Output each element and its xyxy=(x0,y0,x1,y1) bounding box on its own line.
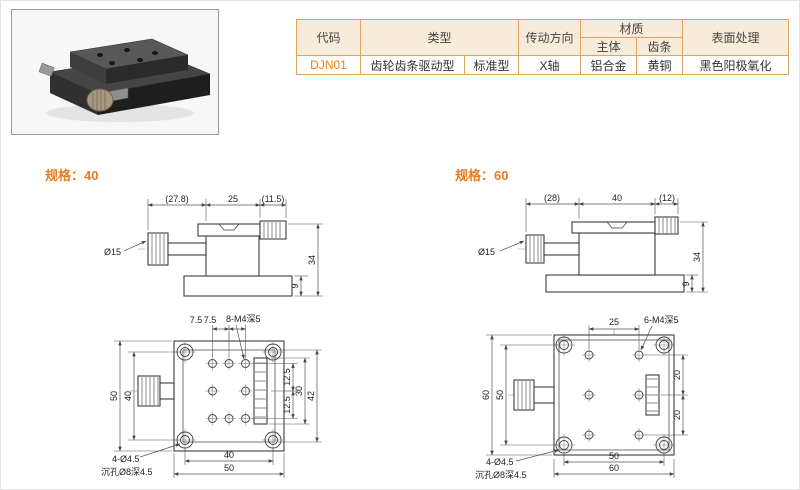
product-spec-table: 代码 类型 传动方向 材质 表面处理 主体 齿条 DJN01 齿轮齿条驱动型 标… xyxy=(296,19,789,75)
spec40-side-dimensions: (27.8) 25 (11.5) 9 34 Ø15 xyxy=(104,194,323,297)
col-header-type: 类型 xyxy=(360,19,519,56)
drive-knob xyxy=(654,216,679,235)
side-knob xyxy=(137,375,161,407)
corner-holes-label: 4-Ø4.5 xyxy=(112,454,140,464)
col-header-material-rack: 齿条 xyxy=(636,37,683,56)
table-row: DJN01 齿轮齿条驱动型 标准型 X轴 铝合金 黄铜 黑色阳极氧化 xyxy=(296,55,789,75)
spec60-top-dimensions: 25 6-M4深5 60 50 20 20 50 60 xyxy=(475,315,688,480)
spec60-top-view: 25 6-M4深5 60 50 20 20 50 60 xyxy=(475,315,688,480)
col-header-code: 代码 xyxy=(296,19,361,56)
dim-label: 60 xyxy=(609,463,619,473)
cell-type-main: 齿轮齿条驱动型 xyxy=(360,55,465,75)
cell-code: DJN01 xyxy=(296,55,361,75)
product-side-pin xyxy=(38,62,55,77)
product-photo-stage xyxy=(38,38,211,122)
dim-label: 25 xyxy=(228,194,238,204)
corner-holes-label: 4-Ø4.5 xyxy=(486,457,514,467)
holes-label: 6-M4深5 xyxy=(644,315,679,325)
dim-label: 34 xyxy=(307,255,317,265)
dim-label: (12) xyxy=(659,193,675,203)
dim-label: 40 xyxy=(123,391,133,401)
dim-label: 34 xyxy=(692,252,702,262)
dim-label: (11.5) xyxy=(262,194,285,204)
dim-label: 40 xyxy=(612,193,622,203)
spec60-top-part xyxy=(508,329,680,461)
dim-label: (27.8) xyxy=(165,194,189,204)
dim-label: 40 xyxy=(224,450,234,460)
rack-strip xyxy=(253,357,268,425)
cell-type-sub: 标准型 xyxy=(464,55,519,75)
dim-label: 12.5 xyxy=(282,396,292,414)
spec60-side-view: (28) 40 (12) 9 34 Ø15 xyxy=(478,193,708,293)
spec40-title: 规格：40 xyxy=(45,168,99,183)
dim-label: 9 xyxy=(681,281,691,286)
cell-material-rack: 黄铜 xyxy=(636,55,683,75)
col-header-material: 材质 xyxy=(580,19,683,38)
product-photo xyxy=(12,10,218,134)
spec40-top-dimensions: 7.5 7.5 8-M4深5 50 40 12.5 12.5 30 xyxy=(101,314,322,478)
product-knob xyxy=(86,87,129,112)
cell-drive-direction: X轴 xyxy=(518,55,581,75)
spec60-side-dimensions: (28) 40 (12) 9 34 Ø15 xyxy=(478,193,708,293)
knob-diameter-label: Ø15 xyxy=(104,247,121,257)
spec40-side-part xyxy=(138,220,293,297)
side-knob xyxy=(513,379,535,411)
holes-label: 8-M4深5 xyxy=(226,314,261,324)
dim-label: 30 xyxy=(294,386,304,396)
spec60-title: 规格：60 xyxy=(455,168,509,183)
dim-label: 20 xyxy=(672,370,682,380)
counterbore-label: 沉孔Ø8深4.5 xyxy=(101,467,153,477)
drive-knob xyxy=(259,220,287,240)
dim-label: 7.5 xyxy=(190,315,203,325)
dim-label: (28) xyxy=(544,193,560,203)
dim-label: 50 xyxy=(495,390,505,400)
col-header-surface: 表面处理 xyxy=(682,19,789,56)
dim-label: 50 xyxy=(109,391,119,401)
dim-label: 50 xyxy=(609,451,619,461)
cell-surface: 黑色阳极氧化 xyxy=(682,55,789,75)
spec40-side-view: (27.8) 25 (11.5) 9 34 Ø15 xyxy=(104,194,323,297)
dim-label: 50 xyxy=(224,463,234,473)
col-header-material-body: 主体 xyxy=(580,37,637,56)
cell-material-body: 铝合金 xyxy=(580,55,637,75)
dim-label: 7.5 xyxy=(204,315,217,325)
dim-label: 25 xyxy=(609,317,619,327)
dim-label: 12.5 xyxy=(282,368,292,386)
side-knob xyxy=(147,232,169,266)
spec60-side-part xyxy=(518,216,685,293)
dim-label: 20 xyxy=(672,410,682,420)
dim-label: 42 xyxy=(306,391,316,401)
col-header-drive-direction: 传动方向 xyxy=(518,19,581,56)
dim-label: 60 xyxy=(481,390,491,400)
dim-label: 9 xyxy=(290,283,300,288)
counterbore-label: 沉孔Ø8深4.5 xyxy=(475,470,527,480)
product-photo-frame xyxy=(11,9,219,135)
knob-diameter-label: Ø15 xyxy=(478,247,495,257)
spec40-top-view: 7.5 7.5 8-M4深5 50 40 12.5 12.5 30 xyxy=(101,314,322,478)
